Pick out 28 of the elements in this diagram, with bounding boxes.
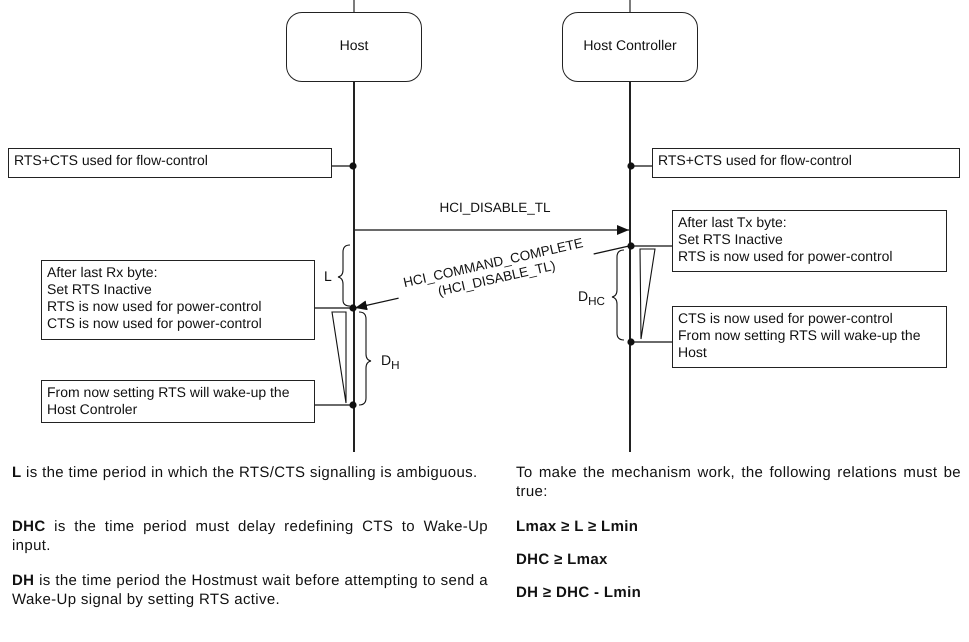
- dimension-label: D$_{H}$: [381, 352, 400, 372]
- lifeline-head-box: Host: [286, 12, 422, 82]
- description-text: To make the mechanism work, the following relations must be true:: [516, 463, 961, 501]
- connector-line: [315, 401, 357, 409]
- connector-line: [332, 162, 357, 170]
- message-arrow: [355, 225, 629, 235]
- note-box: RTS+CTS used for flow-control: [8, 148, 332, 178]
- lifeline: [353, 82, 355, 452]
- note-box: RTS+CTS used for flow-control: [652, 148, 960, 178]
- note-box: After last Tx byte: Set RTS Inactive RTS is now used for power-control: [672, 210, 947, 272]
- dimension-label: L: [324, 268, 332, 284]
- connector-line: [627, 338, 672, 346]
- connector-line: [627, 242, 672, 250]
- formula-text: Lmax ≥ L ≥ Lmin: [516, 517, 640, 536]
- note-box: From now setting RTS will wake-up the Host Controler: [41, 380, 315, 423]
- lifeline-head-box: Host Controller: [562, 12, 698, 82]
- description-text: DHC is the time period must delay redefining CTS to Wake-Up input.: [12, 517, 488, 555]
- connector-line: [315, 304, 357, 312]
- timing-wedge: [332, 312, 347, 403]
- lifeline: [629, 82, 631, 452]
- formula-text: DHC ≥ Lmax: [516, 550, 609, 569]
- timing-wedge: [640, 249, 656, 340]
- note-box: CTS is now used for power-control From now setting RTS will wake-up the Host: [672, 306, 947, 368]
- description-text: DH is the time period the Hostmust wait before attempting to send a Wake-Up signal by setting RTS active.: [12, 571, 488, 609]
- note-box: After last Rx byte: Set RTS Inactive RTS is now used for power-control CTS is now used for power-control: [41, 260, 315, 340]
- formula-text: DH ≥ DHC - Lmin: [516, 583, 642, 602]
- description-text: L is the time period in which the RTS/CTS signalling is ambiguous.: [12, 463, 479, 482]
- connector-line: [627, 162, 652, 170]
